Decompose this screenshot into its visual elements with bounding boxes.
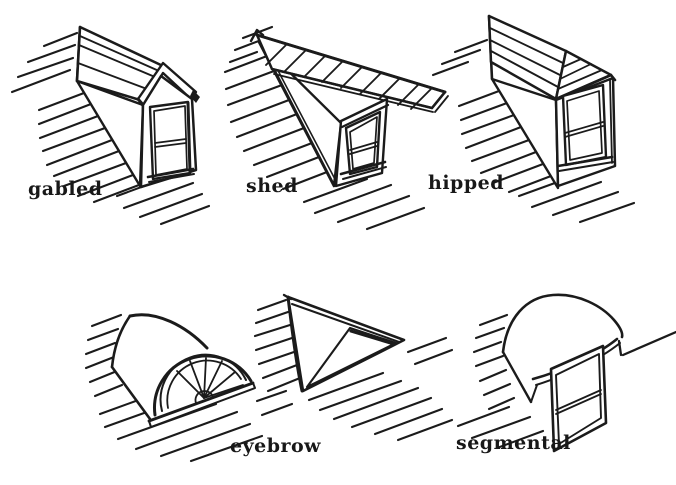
shed-roof-planks <box>265 43 433 110</box>
shed-end-fascia <box>430 90 447 110</box>
round-fan-spokes <box>176 357 244 404</box>
eyebrow-apex-tick <box>282 293 293 301</box>
hipped-hip-courses <box>557 58 603 90</box>
shed-window <box>339 110 387 180</box>
gabled-eave-return-right <box>190 90 200 103</box>
gabled-dormer-drawing <box>10 25 211 226</box>
round-arched-dormer-drawing <box>84 313 294 463</box>
hipped-roof-courses <box>489 27 564 88</box>
eyebrow-dormer-drawing <box>253 293 454 442</box>
hipped-dormer-drawing <box>431 14 636 224</box>
eyebrow-label: eyebrow <box>230 435 322 457</box>
eyebrow-hip-line <box>286 295 304 393</box>
eyebrow-top-edge-2 <box>291 303 400 343</box>
segmental-left-cheek-edge-2 <box>530 384 538 403</box>
shed-eave-line-2 <box>273 73 434 113</box>
eyebrow-glazing-frame <box>305 326 398 389</box>
eyebrow-roof-hatching-left <box>253 298 302 393</box>
shed-roof-hatching-field <box>223 54 329 191</box>
segmental-label: segmental <box>456 432 571 454</box>
hipped-roof-hatching-upper <box>431 38 489 77</box>
hipped-window <box>556 83 614 172</box>
shed-dormer-drawing <box>223 25 449 231</box>
hipped-roof-hatching-field <box>457 89 553 194</box>
shed-roof-hatching-bottom <box>302 177 426 231</box>
eyebrow-outer-frame <box>286 295 406 393</box>
eyebrow-frame-shadow <box>349 329 396 346</box>
round-barrel-left-edge <box>110 314 132 369</box>
eyebrow-roof-hatching-bottom <box>307 336 454 442</box>
segmental-roof-hatching-bottom <box>456 405 545 450</box>
segmental-main-roof-edge <box>621 330 676 357</box>
gabled-roof-hatching-bottom <box>115 173 211 226</box>
round-roof-hatching-bottom <box>98 396 264 463</box>
round-roof-hatching-upper <box>84 313 124 398</box>
gabled-roof-courses <box>77 35 160 90</box>
shed-end-fascia-2 <box>434 95 449 113</box>
segmental-window <box>549 344 608 453</box>
gabled-label: gabled <box>28 178 103 200</box>
gabled-roof-hatching-upper <box>10 31 79 94</box>
segmental-roof-body <box>503 294 623 402</box>
round-roof-hatching-right <box>255 389 294 417</box>
shed-ridge-line <box>255 33 447 94</box>
segmental-right-cheek-edge <box>617 339 623 357</box>
segmental-left-cheek-edge <box>501 350 533 404</box>
round-barrel-bottom-edge <box>110 365 152 421</box>
round-barrel-crest <box>128 313 209 350</box>
shed-label: shed <box>246 175 298 197</box>
hipped-label: hipped <box>428 172 504 194</box>
hipped-corner-board <box>609 79 613 164</box>
segmental-roof-hatching-left <box>472 313 516 411</box>
segmental-dormer-drawing <box>456 293 676 453</box>
shed-eave-line <box>270 67 434 110</box>
shed-ridge-cap <box>249 28 265 43</box>
segmental-roof-outline <box>501 293 624 354</box>
round-fan-window <box>147 353 256 428</box>
shed-header-band <box>340 103 390 129</box>
gabled-window <box>146 100 195 183</box>
gabled-roof-hatching-field <box>37 91 141 204</box>
